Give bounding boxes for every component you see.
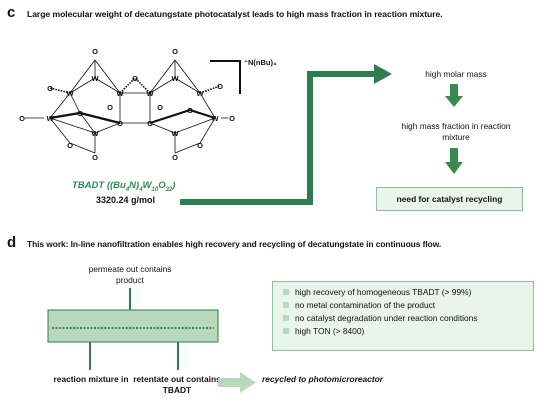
svg-text:O: O [197,141,203,150]
svg-text:O: O [107,103,113,112]
svg-text:W: W [66,89,74,98]
svg-text:W: W [171,74,179,83]
flow-step-high-molar-mass: high molar mass [425,69,487,79]
flow-step-recycling: need for catalyst recycling [396,194,503,204]
panel-d-letter: d [7,234,17,251]
benefit-item: no catalyst degradation under reaction c… [283,312,533,325]
benefit-item: no metal contamination of the product [283,299,533,312]
svg-text:O: O [92,48,98,56]
svg-text:O: O [172,48,178,56]
svg-text:O: O [92,153,98,162]
svg-text:O: O [19,114,25,123]
benefits-box: high recovery of homogeneous TBADT (> 99… [272,281,534,351]
molar-mass: 3320.24 g/mol [96,195,156,205]
down-arrow-1 [445,84,463,107]
svg-text:W: W [211,114,219,123]
benefits-list: high recovery of homogeneous TBADT (> 99… [283,286,533,338]
recycle-arrow [218,372,256,393]
svg-text:W: W [116,89,124,98]
reaction-in-label: reaction mixture in [53,374,129,384]
svg-text:O: O [187,106,193,115]
svg-text:O: O [229,114,235,123]
svg-text:O: O [217,82,223,91]
svg-text:W: W [91,129,99,138]
svg-text:O: O [172,153,178,162]
nanofiltration-module [47,288,219,370]
benefit-item: high recovery of homogeneous TBADT (> 99… [283,286,533,299]
svg-text:W: W [171,129,179,138]
svg-text:W: W [91,74,99,83]
svg-text:O: O [77,109,83,118]
decatungstate-structure: O O W W W W W W W W W W O O O O O O O O … [19,48,235,162]
counterion-label: ⁺N(nBu)₄ [244,58,277,67]
svg-text:W: W [146,89,154,98]
recycling-box: need for catalyst recycling [376,187,523,211]
svg-text:O: O [147,119,153,128]
svg-text:O: O [132,74,138,83]
benefit-item: high TON (> 8400) [283,325,533,338]
permeate-label: permeate out contains product [88,264,172,285]
svg-text:W: W [196,89,204,98]
svg-text:W: W [46,114,54,123]
panel-c-letter: c [7,4,16,21]
connector-arrow [180,64,392,205]
retentate-label: retentate out contains TBADT [133,374,221,395]
panel-d-title: This work: In-line nanofiltration enable… [27,239,442,249]
charge-bracket [210,60,241,94]
down-arrow-2 [445,148,463,174]
svg-text:O: O [67,141,73,150]
catalyst-name: TBADT ((Bu4N)4W10O32) [72,180,176,193]
svg-text:O: O [117,119,123,128]
recycled-label: recycled to photomicroreactor [262,374,384,384]
svg-text:O: O [47,84,53,93]
svg-text:O: O [157,103,163,112]
panel-c-title: Large molecular weight of decatungstate … [27,9,443,19]
flow-step-mass-fraction: high mass fraction in reaction mixture [401,121,511,142]
